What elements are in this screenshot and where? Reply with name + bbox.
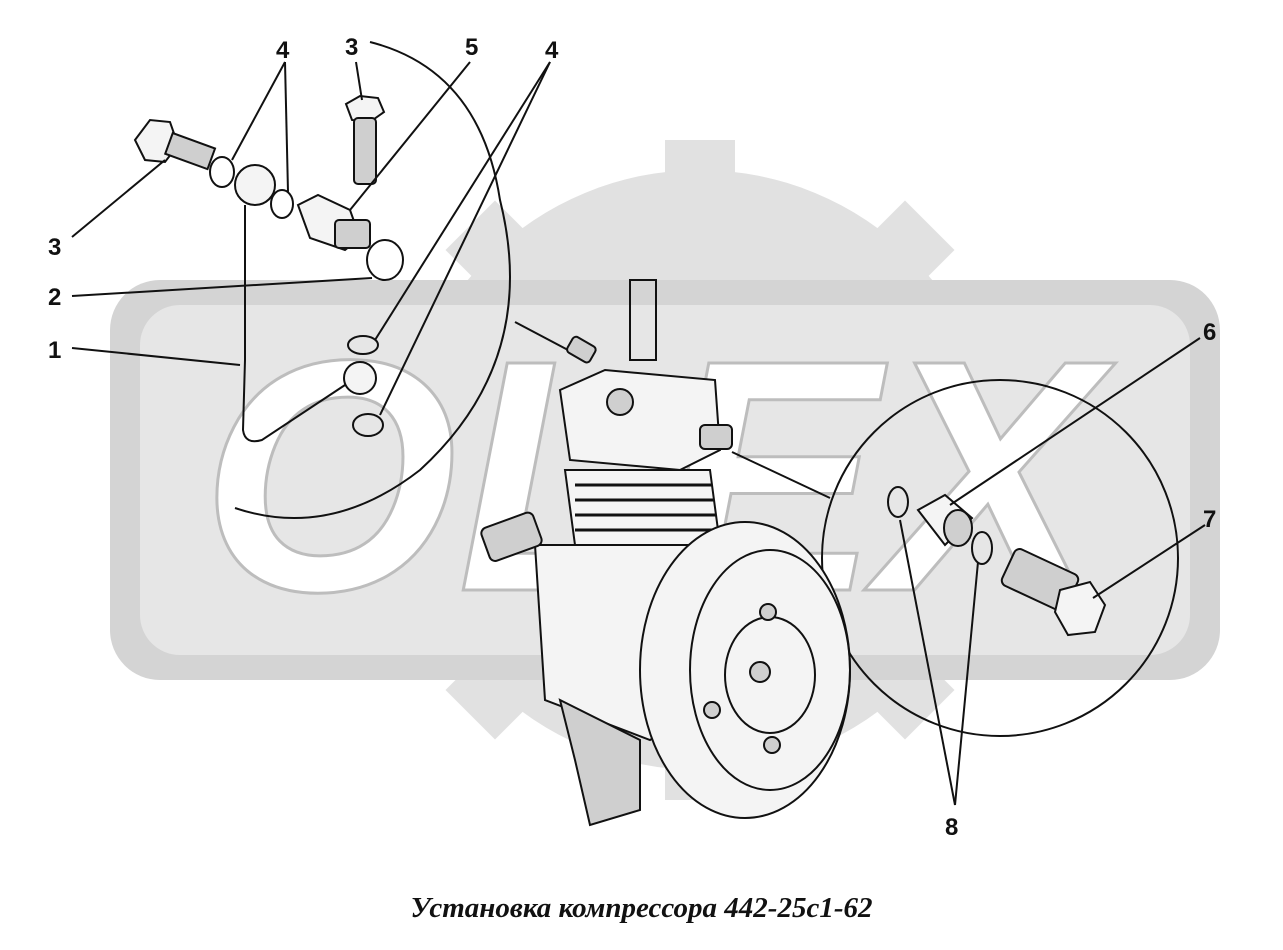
seal-ring-4c	[347, 335, 379, 355]
pipe-1	[241, 205, 346, 443]
bolt-7	[1000, 548, 1107, 637]
seal-ring-8b	[971, 531, 993, 565]
callout-3-top: 3	[345, 34, 358, 61]
adapter-5	[296, 193, 371, 252]
callout-1: 1	[48, 337, 61, 364]
detail-leader-right	[731, 451, 831, 499]
banjo-fitting-lower	[343, 361, 377, 395]
leader-lines	[71, 61, 1206, 806]
callout-4-right: 4	[545, 37, 559, 64]
detail-circle-right	[821, 379, 1179, 737]
sleeve-6	[916, 493, 974, 547]
banjo-bolt-top	[344, 94, 386, 185]
detail-leader-left	[514, 321, 569, 351]
pulley	[639, 521, 851, 819]
seal-ring-4a	[209, 156, 235, 188]
seal-ring-4b	[270, 189, 294, 219]
seal-ring-large	[366, 239, 404, 281]
callout-6: 6	[1203, 319, 1216, 346]
callout-8: 8	[945, 814, 958, 841]
diagram-caption: Установка компрессора 442-25с1-62	[410, 892, 873, 924]
callout-3-left: 3	[48, 234, 61, 261]
callout-4-left: 4	[276, 37, 290, 64]
detail-circle-left	[234, 41, 511, 519]
seal-ring-8a	[887, 486, 909, 518]
banjo-bolt-left	[133, 118, 217, 171]
seal-ring-4d	[352, 413, 384, 437]
banjo-fitting	[234, 164, 276, 206]
callout-7: 7	[1203, 506, 1216, 533]
callout-2: 2	[48, 284, 61, 311]
callout-5: 5	[465, 34, 478, 61]
